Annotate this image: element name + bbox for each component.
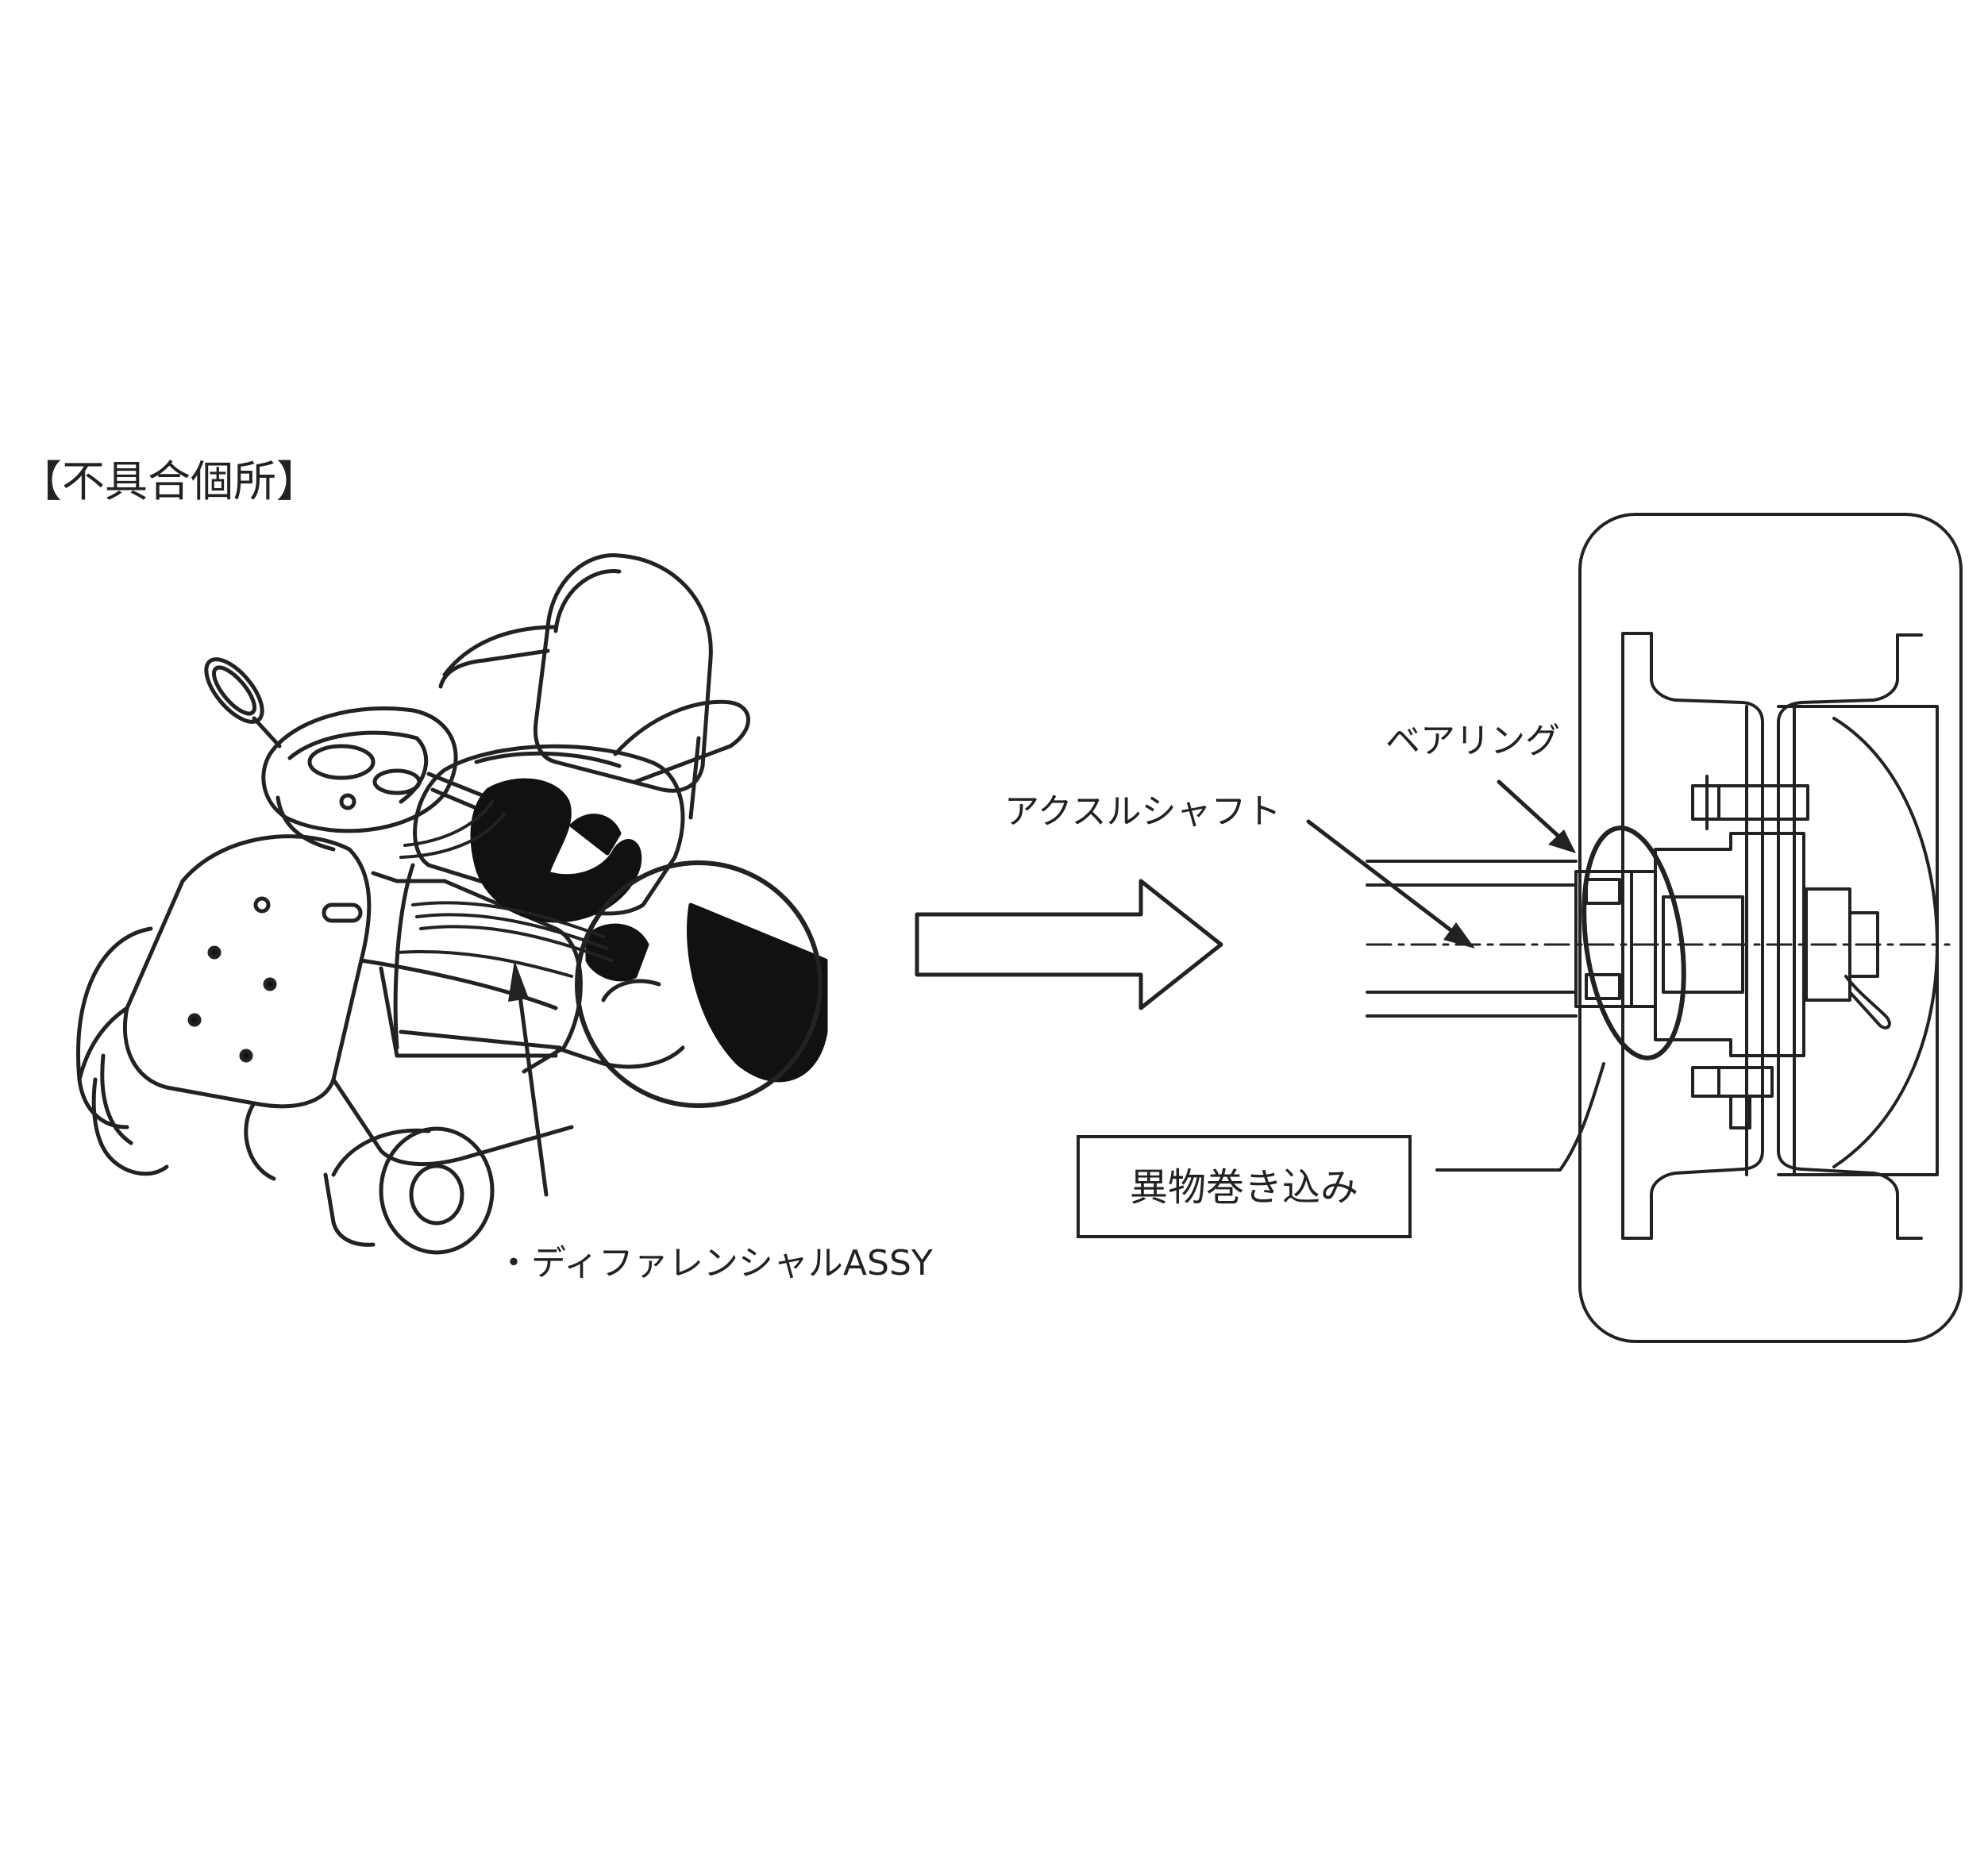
- mirror: [204, 657, 282, 748]
- foreign-object-label: 異物巻き込み: [1130, 1165, 1358, 1210]
- differential-pointer-arrow: [508, 960, 549, 1197]
- rim-profile: [1621, 632, 1764, 1240]
- bearing-defect-highlight: [1582, 825, 1686, 1060]
- right-arrow-icon: [915, 879, 1223, 1010]
- axle-shaft-label: アクスルシャフト: [1004, 791, 1281, 832]
- differential-assy-shaded: [470, 778, 649, 982]
- axle-shaft-drawing: [1366, 860, 1951, 1018]
- section-title: 【不具合個所】: [19, 456, 319, 506]
- armrests: [438, 625, 750, 820]
- front-wheel: [323, 1126, 495, 1255]
- seat-back: [533, 553, 713, 793]
- wheel-hub-cross-section: [1366, 513, 1963, 1343]
- foreign-object-label-box: [1077, 1135, 1412, 1238]
- bearing-label: ベアリング: [1385, 721, 1560, 761]
- floor-deck: [331, 958, 574, 1166]
- defect-highlight-circle: [575, 860, 823, 1108]
- hub-body: [1654, 832, 1805, 1057]
- front-body: [77, 834, 447, 1109]
- foreign-object-leader-line: [1435, 1062, 1605, 1172]
- upper-bolt: [1691, 784, 1809, 821]
- tire-outline: [1578, 513, 1963, 1343]
- seat-cushion: [413, 744, 685, 916]
- front-wheels: [76, 926, 276, 1181]
- small-rear-wheel: [91, 1077, 169, 1176]
- mobility-scooter-illustration: [76, 553, 828, 1255]
- bearing-drawing: [1574, 870, 1657, 1008]
- differential-label: ・ディファレンシャルASSY: [496, 1243, 933, 1283]
- lower-bolt: [1691, 1066, 1774, 1098]
- cotter-pin: [1844, 975, 1891, 1029]
- cable-harness: [395, 800, 613, 978]
- bearing-pointer-arrow: [1497, 779, 1576, 853]
- axle-shaft-pointer-arrow: [1306, 819, 1475, 949]
